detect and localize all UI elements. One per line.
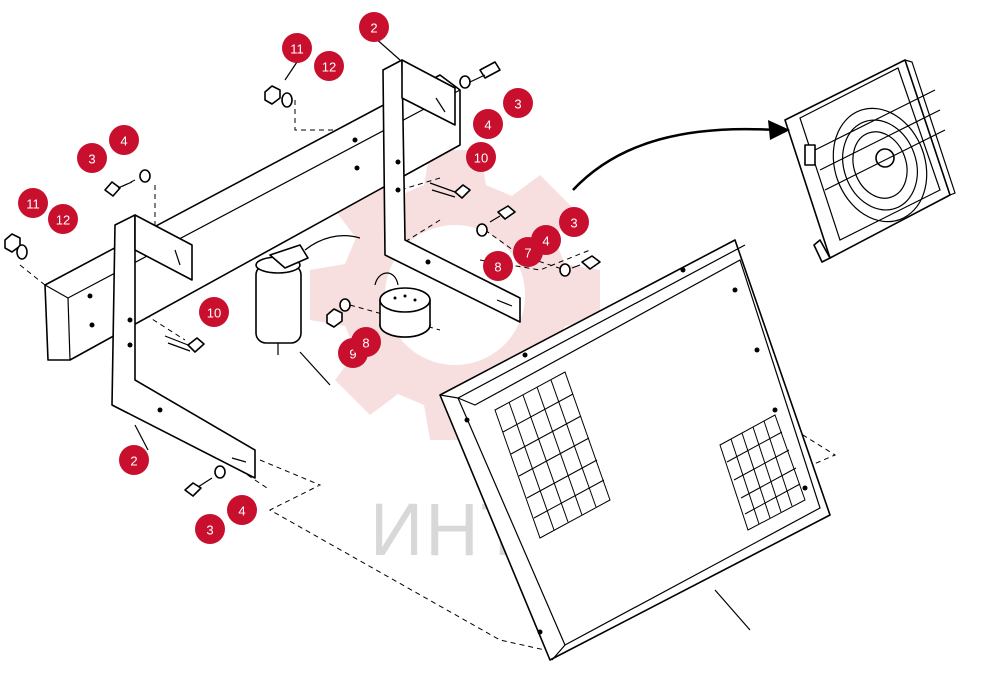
right-mounting-bracket	[382, 59, 521, 323]
callout-c-10-left: 10	[199, 297, 229, 327]
callout-badge	[483, 251, 513, 281]
callout-c-4-mid: 4	[531, 225, 561, 255]
clamp-part	[374, 272, 431, 338]
callout-number: 11	[26, 197, 40, 212]
callout-c-4-bottom: 4	[227, 495, 257, 525]
callout-number: 12	[56, 213, 70, 228]
callout-badge	[351, 327, 381, 357]
callout-badge	[359, 12, 389, 42]
fasteners	[4, 61, 601, 497]
callout-badge	[109, 125, 139, 155]
callout-c-10-right: 10	[466, 142, 496, 172]
callout-number: 4	[484, 118, 491, 133]
callout-badge	[559, 207, 589, 237]
callout-badge	[314, 51, 344, 81]
callout-badge	[48, 204, 78, 234]
callout-c-2-top: 2	[359, 12, 389, 42]
callout-number: 12	[322, 60, 336, 75]
callout-c-4-left: 4	[109, 125, 139, 155]
callout-c-2-bottom: 2	[119, 445, 149, 475]
fan-unit	[784, 59, 956, 263]
callout-badge	[531, 225, 561, 255]
capacitor-part	[255, 235, 361, 386]
callout-number: 10	[474, 151, 488, 166]
callout-number: 2	[130, 454, 137, 469]
callout-badge	[119, 445, 149, 475]
callout-number: 4	[542, 234, 549, 249]
callout-number: 8	[494, 260, 501, 275]
callout-c-3-mid: 3	[559, 207, 589, 237]
grille-mesh-left	[494, 371, 611, 539]
callout-badge	[503, 88, 533, 118]
grille-mesh-right	[719, 414, 806, 531]
callout-c-11-top: 11	[282, 33, 312, 63]
callout-number: 11	[290, 42, 304, 57]
callout-number: 2	[370, 21, 377, 36]
callout-badge	[195, 514, 225, 544]
callout-c-12-top: 12	[314, 51, 344, 81]
callout-badge	[18, 188, 48, 218]
callout-c-3-top: 3	[503, 88, 533, 118]
callout-c-8-partial: 8	[351, 327, 381, 357]
callout-number: 4	[120, 134, 127, 149]
callout-badge	[282, 33, 312, 63]
callout-number: 4	[238, 504, 245, 519]
callout-c-3-bottom: 3	[195, 514, 225, 544]
callout-number: 3	[570, 216, 577, 231]
grille-panel	[439, 239, 831, 661]
left-mounting-bracket	[111, 214, 256, 479]
callout-number: 9	[349, 347, 356, 362]
callout-c-12-left: 12	[48, 204, 78, 234]
callout-c-8: 8	[483, 251, 513, 281]
callout-number: 7	[524, 246, 531, 261]
callout-badge	[227, 495, 257, 525]
callout-badge	[199, 297, 229, 327]
callout-number: 3	[206, 523, 213, 538]
callout-c-3-left: 3	[77, 143, 107, 173]
callout-number: 3	[88, 152, 95, 167]
callout-c-4-top: 4	[473, 109, 503, 139]
callout-badge	[466, 142, 496, 172]
callout-number: 8	[362, 336, 369, 351]
callout-badge	[77, 143, 107, 173]
arrow-icon	[572, 120, 790, 191]
callout-badge	[473, 109, 503, 139]
callout-number: 3	[514, 97, 521, 112]
callout-c-11-left: 11	[18, 188, 48, 218]
callout-number: 10	[207, 306, 221, 321]
support-rail	[44, 74, 461, 361]
